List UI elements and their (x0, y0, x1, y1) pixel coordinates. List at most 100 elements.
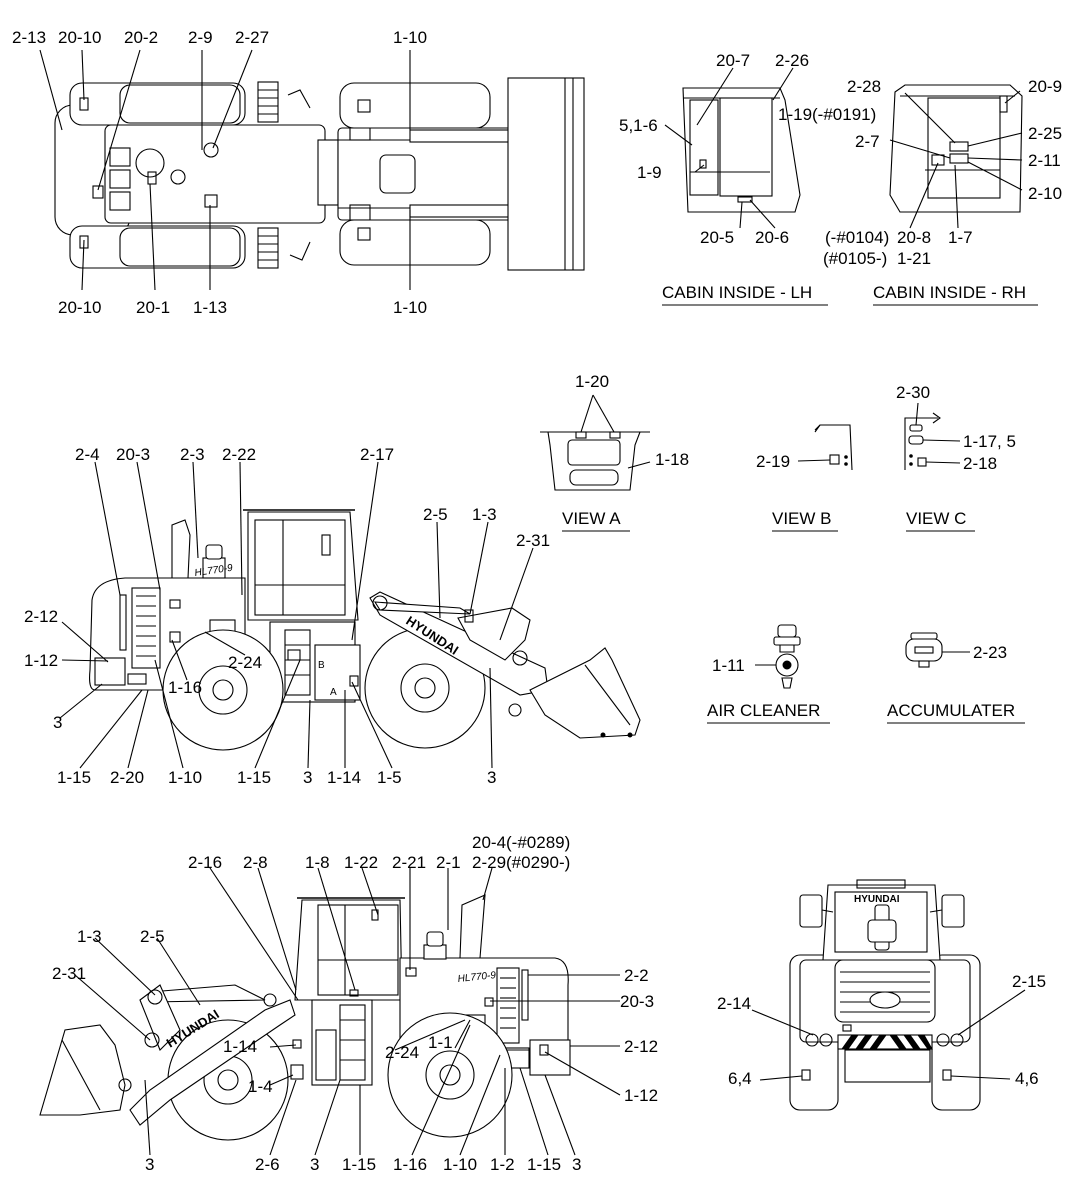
label-1-14-left: 1-14 (327, 768, 361, 787)
caption-view-a: VIEW A (562, 509, 621, 528)
label-2-19: 2-19 (756, 452, 790, 471)
caption-air-cleaner: AIR CLEANER (707, 701, 820, 720)
label-20-9: 20-9 (1028, 77, 1062, 96)
label-3-left-b: 3 (303, 768, 312, 787)
view-a-drawing: 1-20 1-18 VIEW A (540, 372, 689, 532)
label-3-left-c: 3 (487, 768, 496, 787)
label-6-4: 6,4 (728, 1069, 752, 1088)
right-side-view-leaders (74, 867, 621, 1156)
label-2-31-left: 2-31 (516, 531, 550, 550)
label-2-8: 2-8 (243, 853, 268, 872)
label-20-6: 20-6 (755, 228, 789, 247)
label-1-16-right: 1-16 (393, 1155, 427, 1174)
label-2-16: 2-16 (188, 853, 222, 872)
label-2-12-left: 2-12 (24, 607, 58, 626)
label-2-4: 2-4 (75, 445, 100, 464)
label-1-19: 1-19(-#0191) (778, 105, 876, 124)
label-1-15-left-a: 1-15 (57, 768, 91, 787)
label-2-15: 2-15 (1012, 972, 1046, 991)
label-2-14: 2-14 (717, 994, 751, 1013)
left-side-view-labels: 2-4 20-3 2-3 2-22 2-17 2-5 1-3 2-31 2-12… (24, 445, 550, 787)
label-2-17: 2-17 (360, 445, 394, 464)
label-2-12-right: 2-12 (624, 1037, 658, 1056)
label-1-15-left-b: 1-15 (237, 768, 271, 787)
label-1-17-5: 1-17, 5 (963, 432, 1016, 451)
label-1-18: 1-18 (655, 450, 689, 469)
label-1-1: 1-1 (428, 1033, 453, 1052)
label-0104: (-#0104) (825, 228, 889, 247)
label-0105: (#0105-) (823, 249, 887, 268)
label-1-10-bottom: 1-10 (393, 298, 427, 317)
view-c-drawing: 2-30 1-17, 5 2-18 VIEW C (896, 383, 1016, 532)
label-2-25: 2-25 (1028, 124, 1062, 143)
caption-accumulater: ACCUMULATER (887, 701, 1015, 720)
label-2-30: 2-30 (896, 383, 930, 402)
label-2-20: 2-20 (110, 768, 144, 787)
label-1-16-left: 1-16 (168, 678, 202, 697)
cabin-inside-lh-labels: 20-7 2-26 5,1-6 1-19(-#0191) 1-9 20-5 20… (619, 51, 876, 306)
label-1-13: 1-13 (193, 298, 227, 317)
label-20-5: 20-5 (700, 228, 734, 247)
label-1-12-right: 1-12 (624, 1086, 658, 1105)
label-20-3-right: 20-3 (620, 992, 654, 1011)
label-2-31-right: 2-31 (52, 964, 86, 983)
label-2-3: 2-3 (180, 445, 205, 464)
label-1-9: 1-9 (637, 163, 662, 182)
label-4-6: 4,6 (1015, 1069, 1039, 1088)
caption-view-b: VIEW B (772, 509, 832, 528)
label-1-5: 1-5 (377, 768, 402, 787)
label-1-3-right: 1-3 (77, 927, 102, 946)
label-1-4: 1-4 (248, 1077, 273, 1096)
label-20-7: 20-7 (716, 51, 750, 70)
label-3-right-c: 3 (572, 1155, 581, 1174)
label-2-9: 2-9 (188, 28, 213, 47)
top-view-labels: 2-13 20-10 20-2 2-9 2-27 1-10 20-10 20-1… (12, 28, 427, 317)
label-1-11: 1-11 (712, 656, 745, 675)
label-2-10: 2-10 (1028, 184, 1062, 203)
view-b-drawing: 2-19 VIEW B (756, 424, 853, 532)
label-2-24-right: 2-24 (385, 1043, 419, 1062)
label-1-12-left: 1-12 (24, 651, 58, 670)
label-2-11: 2-11 (1028, 151, 1061, 170)
mark-a-left: A (330, 687, 337, 698)
label-1-2: 1-2 (490, 1155, 515, 1174)
label-1-15-right-b: 1-15 (527, 1155, 561, 1174)
label-2-27: 2-27 (235, 28, 269, 47)
rear-view-drawing (789, 879, 981, 1111)
caption-cabin-inside-lh: CABIN INSIDE - LH (662, 283, 812, 302)
label-3-right-b: 3 (310, 1155, 319, 1174)
label-2-13: 2-13 (12, 28, 46, 47)
label-2-2: 2-2 (624, 966, 649, 985)
left-side-view-leaders (59, 461, 534, 769)
cabin-inside-rh-leaders (889, 90, 1023, 229)
label-1-22: 1-22 (344, 853, 378, 872)
cabin-inside-rh-labels: 2-28 20-9 2-25 2-7 2-11 2-10 (-#0104) 20… (823, 77, 1062, 306)
air-cleaner-drawing: 1-11 AIR CLEANER (707, 624, 830, 724)
label-2-7: 2-7 (855, 132, 880, 151)
label-2-28: 2-28 (847, 77, 881, 96)
cabin-inside-lh-leaders (664, 67, 794, 229)
label-2-1: 2-1 (436, 853, 461, 872)
label-2-26: 2-26 (775, 51, 809, 70)
label-20-4: 20-4(-#0289) (472, 833, 570, 852)
left-side-view-drawing (89, 509, 641, 751)
model-text-left: HL770-9 (194, 563, 234, 579)
label-20-3-left: 20-3 (116, 445, 150, 464)
label-20-2: 20-2 (124, 28, 158, 47)
label-2-21: 2-21 (392, 853, 426, 872)
rear-view-labels: 2-14 2-15 6,4 4,6 (717, 972, 1046, 1088)
brand-text-rear: HYUNDAI (854, 894, 900, 905)
label-3-right-a: 3 (145, 1155, 154, 1174)
label-1-10-right: 1-10 (443, 1155, 477, 1174)
model-text-right: HL770-9 (457, 970, 497, 985)
top-view-leaders (39, 49, 411, 291)
label-3-left-a: 3 (53, 713, 62, 732)
caption-view-c: VIEW C (906, 509, 966, 528)
label-1-3-left: 1-3 (472, 505, 497, 524)
cabin-inside-rh-drawing (889, 84, 1023, 213)
label-1-15-right-a: 1-15 (342, 1155, 376, 1174)
label-1-7: 1-7 (948, 228, 973, 247)
label-1-21: 1-21 (897, 249, 931, 268)
